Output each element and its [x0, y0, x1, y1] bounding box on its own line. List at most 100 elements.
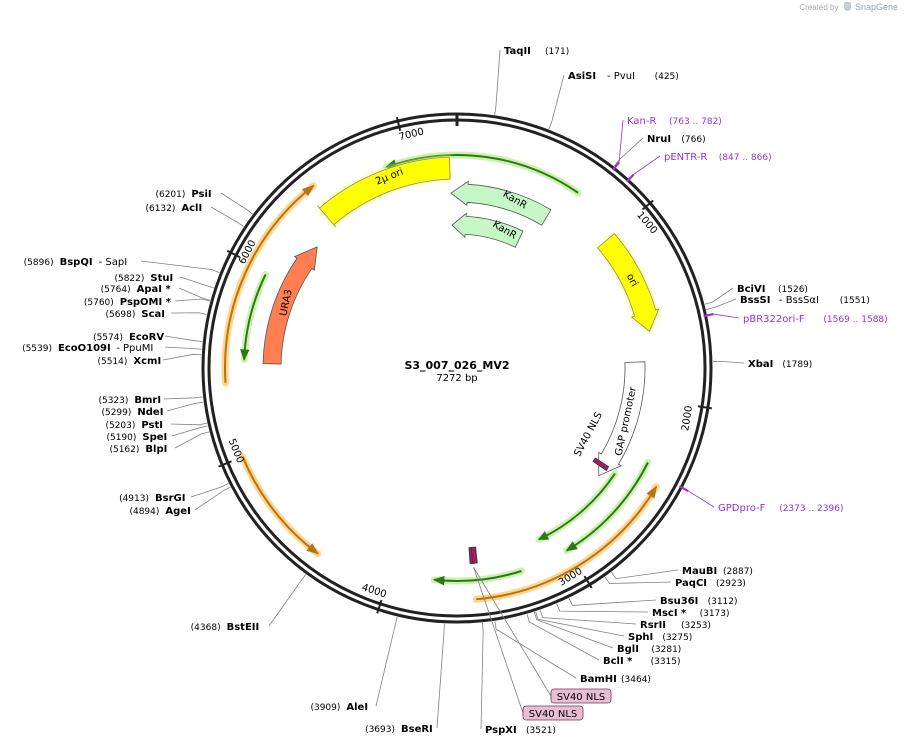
enzyme-site-agei[interactable]: AgeI(4894) — [129, 506, 190, 517]
sv40-nls-label-box[interactable]: SV40 NLS — [550, 688, 612, 704]
feature-kanr-1 — [450, 180, 552, 226]
enzyme-leader-line — [171, 425, 208, 437]
enzyme-site-taqii[interactable]: TaqII(171) — [504, 46, 569, 57]
enzyme-site-bsrgi[interactable]: BsrGI(4913) — [119, 493, 185, 504]
enzyme-position: (5698) — [105, 310, 135, 320]
enzyme-site-ndei[interactable]: NdeI(5299) — [101, 407, 163, 418]
primer-leader-line — [633, 155, 661, 175]
enzyme-leader-line — [526, 614, 600, 661]
enzyme-site-bseri[interactable]: BseRI(3693) — [365, 724, 433, 735]
enzyme-site-acli[interactable]: AclI(6132) — [145, 203, 202, 214]
enzyme-site-paqci[interactable]: PaqCI(2923) — [675, 578, 746, 589]
enzyme-site-bcli[interactable]: BclI *(3315) — [603, 656, 681, 667]
enzyme-site-bcivi[interactable]: BciVI(1526) — [737, 284, 808, 295]
snapgene-logo-icon — [843, 2, 851, 11]
primer-kan-r[interactable]: Kan-R(763 .. 782) — [627, 116, 722, 127]
primer-bar — [612, 161, 620, 171]
tick-label: 1000 — [634, 210, 659, 236]
enzyme-position: (766) — [681, 135, 705, 145]
enzyme-site-msci[interactable]: MscI *(3173) — [652, 608, 730, 619]
enzyme-site-alei[interactable]: AleI(3909) — [310, 702, 368, 713]
enzyme-site-ecoo109i[interactable]: EcoO109I- PpuMI(5539) — [22, 343, 153, 354]
enzyme-site-spei[interactable]: SpeI(5190) — [106, 432, 167, 443]
enzyme-position: (3693) — [365, 725, 395, 735]
enzyme-site-xcmi[interactable]: XcmI(5514) — [97, 356, 161, 367]
enzyme-site-ecorv[interactable]: EcoRV(5574) — [93, 332, 164, 343]
enzyme-site-pspxi[interactable]: PspXI(3521) — [485, 725, 556, 736]
enzyme-name: StuI — [150, 273, 173, 284]
enzyme-position: (5514) — [97, 357, 127, 367]
enzyme-name: BciVI — [737, 284, 765, 295]
primer-pbr322ori-f[interactable]: pBR322ori-F(1569 .. 1588) — [743, 314, 888, 325]
feature-label-ori: ori — [624, 272, 640, 289]
sv40-nls-box-text: SV40 NLS — [557, 692, 606, 703]
enzyme-position: (1551) — [840, 296, 870, 306]
orf-green-right-2 — [538, 473, 616, 541]
feature-sv40-nls-mark-3 — [470, 546, 478, 564]
primer-range: (2373 .. 2396) — [779, 504, 843, 514]
enzyme-leader-line — [704, 287, 734, 305]
orf-orange-bottom-right-head — [646, 485, 658, 499]
primer-bar — [626, 173, 635, 183]
tick-label: 7000 — [398, 127, 425, 144]
enzyme-name: - SapI — [99, 257, 128, 268]
credit-prefix: Created by — [799, 3, 839, 12]
enzyme-site-stui[interactable]: StuI(5822) — [114, 273, 173, 284]
enzyme-name: PsiI — [191, 189, 211, 200]
enzyme-site-bmri[interactable]: BmrI(5323) — [98, 395, 161, 406]
enzyme-site-bsssi[interactable]: BssSI- BssSαI(1551) — [740, 295, 870, 306]
enzyme-site-bspqi[interactable]: BspQI- SapI(5896) — [24, 257, 128, 268]
tick-mark — [226, 249, 241, 259]
enzyme-position: (6201) — [155, 190, 185, 200]
enzyme-site-pspomi[interactable]: PspOMI *(5760) — [84, 297, 172, 308]
enzyme-site-bgli[interactable]: BglI(3281) — [617, 644, 681, 655]
feature-2u-ori — [317, 156, 451, 228]
enzyme-name: MauBI — [682, 566, 717, 577]
enzyme-site-scai[interactable]: ScaI(5698) — [105, 309, 165, 320]
enzyme-site-psii[interactable]: PsiI (6201) — [155, 189, 211, 200]
sv40-nls-leader — [473, 567, 552, 697]
feature-gap-promoter — [598, 361, 646, 477]
primer-bar — [703, 312, 714, 318]
credit-brand: SnapGene — [854, 2, 898, 12]
enzyme-site-rsrii[interactable]: RsrII(3253) — [640, 620, 711, 631]
enzyme-name: NdeI — [137, 407, 163, 418]
enzyme-leader-line — [194, 486, 231, 511]
enzyme-leader-line — [604, 576, 672, 584]
primer-leader-line — [618, 119, 624, 163]
enzyme-site-apai[interactable]: ApaI *(5764) — [101, 284, 172, 295]
enzyme-site-bamhi[interactable]: BamHI(3464) — [580, 674, 651, 685]
enzyme-site-sphi[interactable]: SphI(3275) — [628, 632, 692, 643]
primer-gpdpro-f[interactable]: GPDpro-F(2373 .. 2396) — [718, 503, 843, 514]
enzyme-name: BglI — [617, 644, 639, 655]
primer-name: pENTR-R — [664, 152, 707, 163]
enzyme-position: (3173) — [700, 609, 730, 619]
primer-pentr-r[interactable]: pENTR-R(847 .. 866) — [664, 152, 772, 163]
enzyme-site-bsteii[interactable]: BstEII(4368) — [191, 622, 260, 633]
enzyme-site-psti[interactable]: PstI(5203) — [105, 420, 163, 431]
enzyme-leader-line — [533, 611, 614, 649]
enzyme-site-bsu36i[interactable]: Bsu36I (3112) — [660, 596, 738, 607]
enzyme-site-asisi[interactable]: AsiSI- PvuI(425) — [568, 71, 679, 82]
tick-mark — [583, 575, 593, 589]
sv40-nls-label-box[interactable]: SV40 NLS — [522, 705, 584, 721]
enzyme-position: (3112) — [708, 597, 738, 607]
tick-mark — [641, 199, 654, 211]
enzyme-position: (5162) — [109, 445, 139, 455]
enzyme-site-maubi[interactable]: MauBI(2887) — [682, 566, 753, 577]
primer-name: Kan-R — [627, 116, 656, 127]
enzyme-site-nrui[interactable]: NruI(766) — [647, 134, 706, 145]
feature-ori — [597, 233, 660, 332]
enzyme-position: (3909) — [310, 703, 340, 713]
enzyme-position: (5539) — [22, 344, 52, 354]
enzyme-site-blpi[interactable]: BlpI(5162) — [109, 444, 167, 455]
enzyme-leader-line — [611, 569, 679, 580]
enzyme-position: (5190) — [106, 433, 136, 443]
enzyme-site-xbai[interactable]: XbaI(1789) — [748, 359, 812, 370]
enzyme-name: - PpuMI — [116, 343, 153, 354]
enzyme-position: (5760) — [84, 298, 114, 308]
feature-label-sv40-nls: SV40 NLS — [572, 411, 604, 459]
enzyme-name: Bsu36I — [660, 596, 698, 607]
enzyme-leader-line — [480, 622, 484, 730]
